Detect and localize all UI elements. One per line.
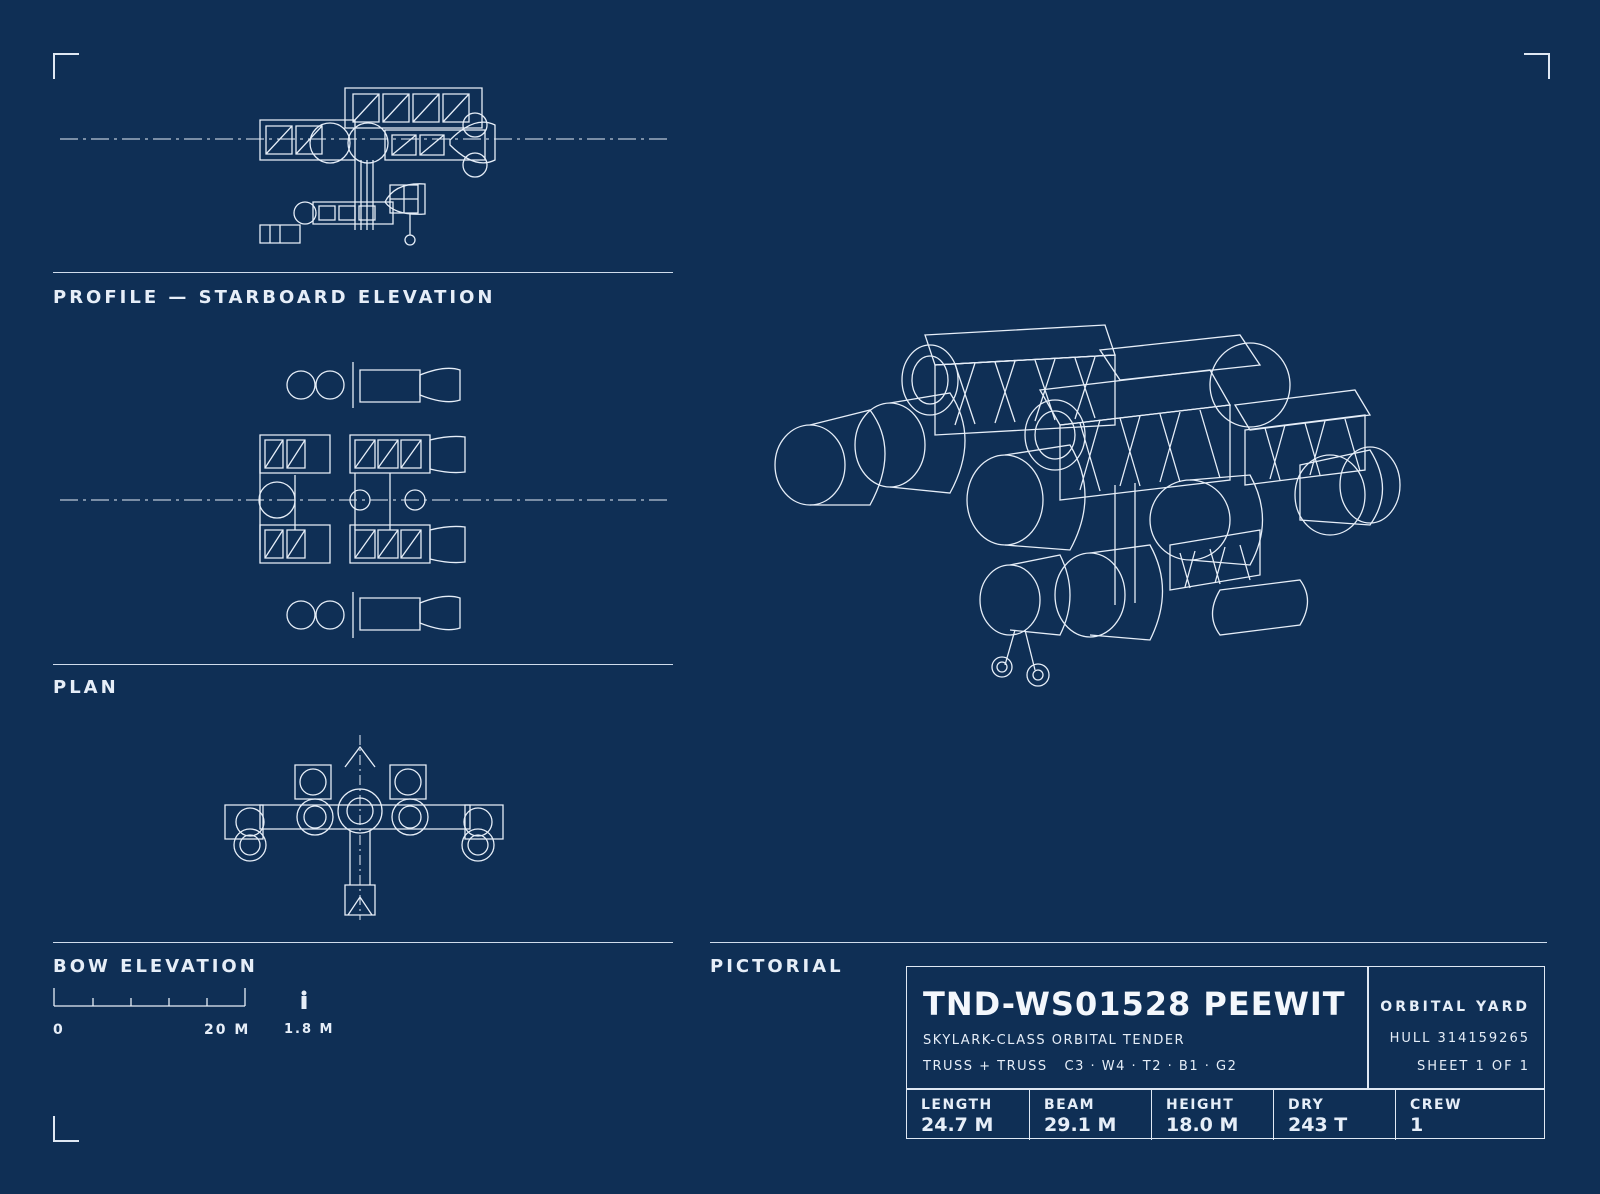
profile-view-drawing bbox=[55, 80, 675, 255]
spec-height: HEIGHT 18.0 M bbox=[1151, 1088, 1273, 1140]
spec-key: HEIGHT bbox=[1166, 1097, 1235, 1113]
figure-height-label: 1.8 M bbox=[284, 1022, 335, 1037]
spec-beam: BEAM 29.1 M bbox=[1029, 1088, 1151, 1140]
spec-value: 18.0 M bbox=[1166, 1114, 1239, 1136]
spec-value: 29.1 M bbox=[1044, 1114, 1117, 1136]
hull-number: HULL 314159265 bbox=[1389, 1031, 1530, 1046]
spec-row: LENGTH 24.7 M BEAM 29.1 M HEIGHT 18.0 M … bbox=[907, 967, 1546, 1140]
spec-value: 24.7 M bbox=[921, 1114, 994, 1136]
spec-key: LENGTH bbox=[921, 1097, 993, 1113]
title-block: TND-WS01528 PEEWIT SKYLARK-CLASS ORBITAL… bbox=[906, 966, 1546, 1140]
frame-corner-bottom-left bbox=[53, 1116, 79, 1142]
pictorial-rule bbox=[710, 942, 1547, 943]
spec-crew: CREW 1 bbox=[1395, 1088, 1546, 1140]
spec-key: CREW bbox=[1410, 1097, 1463, 1113]
title-block-spec-rule bbox=[907, 1088, 1544, 1090]
vessel-class: SKYLARK-CLASS ORBITAL TENDER bbox=[923, 1033, 1186, 1048]
plan-label: PLAN bbox=[53, 677, 119, 698]
bow-label: BOW ELEVATION bbox=[53, 956, 258, 977]
profile-label: PROFILE — STARBOARD ELEVATION bbox=[53, 287, 496, 308]
scale-end-label: 20 M bbox=[204, 1022, 251, 1038]
frame-corner-top-right bbox=[1524, 53, 1550, 79]
vessel-name: TND-WS01528 PEEWIT bbox=[923, 985, 1346, 1023]
scale-start-label: 0 bbox=[53, 1022, 65, 1038]
pictorial-label: PICTORIAL bbox=[710, 956, 844, 977]
sheet-number: SHEET 1 OF 1 bbox=[1416, 1059, 1530, 1074]
plan-view-drawing bbox=[55, 360, 675, 650]
bow-view-drawing bbox=[220, 735, 510, 925]
spec-value: 1 bbox=[1410, 1114, 1424, 1136]
frame-corner-top-left bbox=[53, 53, 79, 79]
profile-rule bbox=[53, 272, 673, 273]
spec-value: 243 T bbox=[1288, 1114, 1348, 1136]
yard-name: ORBITAL YARD bbox=[1380, 999, 1530, 1015]
plan-rule bbox=[53, 664, 673, 665]
spec-dry-mass: DRY 243 T bbox=[1273, 1088, 1395, 1140]
bow-rule bbox=[53, 942, 673, 943]
human-figure-icon bbox=[301, 990, 307, 1009]
spec-length: LENGTH 24.7 M bbox=[907, 1088, 1029, 1140]
vessel-config: TRUSS + TRUSS C3 · W4 · T2 · B1 · G2 bbox=[923, 1059, 1238, 1074]
title-block-divider bbox=[1367, 967, 1369, 1088]
pictorial-view-drawing bbox=[770, 295, 1430, 715]
spec-key: DRY bbox=[1288, 1097, 1325, 1113]
scale-bar bbox=[53, 987, 253, 1007]
spec-key: BEAM bbox=[1044, 1097, 1096, 1113]
